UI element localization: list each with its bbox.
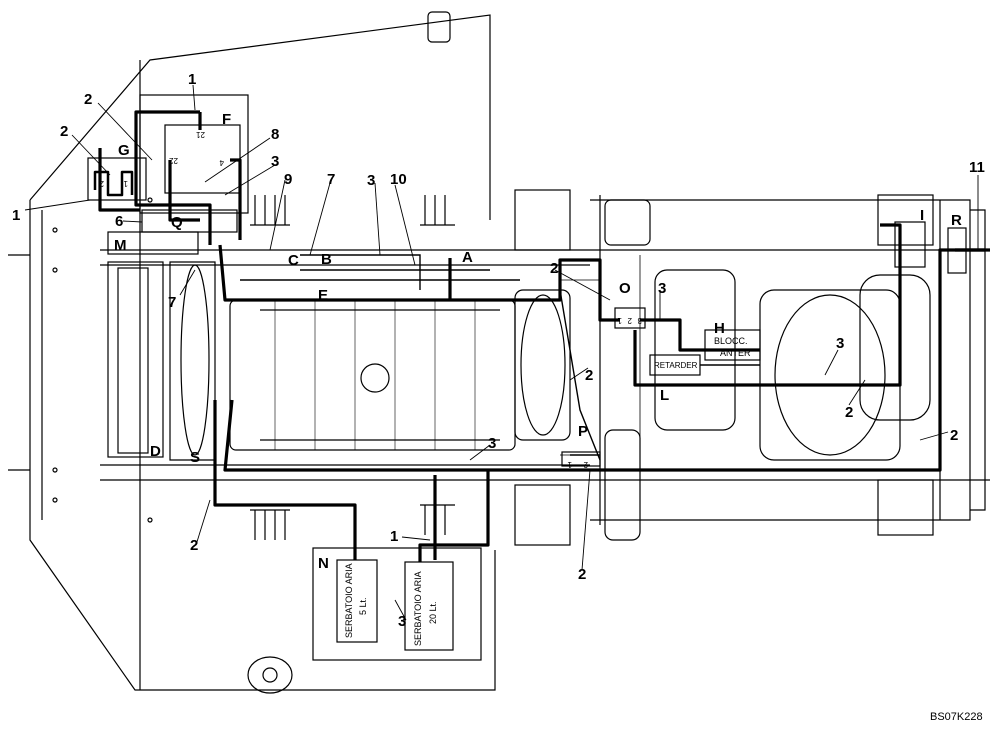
pneumatic-hoses xyxy=(93,110,990,562)
callout-numbers: 1 2 2 1 6 8 3 9 7 3 10 2 3 3 2 2 2 3 2 1… xyxy=(12,71,985,630)
callout-3-c: 3 xyxy=(658,280,666,297)
callout-3-b: 3 xyxy=(367,172,375,189)
tank-5l-label-2: 5 Lt. xyxy=(358,597,368,615)
callout-2-c: 2 xyxy=(550,260,558,277)
port-f-21: 21 xyxy=(196,130,205,139)
callout-6: 6 xyxy=(115,213,123,230)
callout-1-bottom: 1 xyxy=(390,528,398,545)
letter-n: N xyxy=(318,555,329,572)
callout-1-top: 1 xyxy=(188,71,196,88)
letter-b: B xyxy=(321,251,332,268)
blocc-label-1: BLOCC. xyxy=(714,336,748,346)
letter-i: I xyxy=(920,207,924,224)
blocc-label-2: ANTER xyxy=(720,348,751,358)
leader-lines xyxy=(24,84,979,621)
reference-code: BS07K228 xyxy=(930,711,983,723)
port-p-1: 1 xyxy=(567,460,572,469)
callout-2-h: 2 xyxy=(578,566,586,583)
port-g-2: 2 xyxy=(99,179,104,188)
callout-2-e: 2 xyxy=(950,427,958,444)
callout-2-a: 2 xyxy=(84,91,92,108)
letter-e: E xyxy=(318,287,328,304)
port-o-1: 1 xyxy=(617,316,622,325)
callout-9: 9 xyxy=(284,171,292,188)
retarder-label: RETARDER xyxy=(654,361,698,370)
callout-7-top: 7 xyxy=(327,171,335,188)
box-o xyxy=(614,307,646,329)
letter-q: Q xyxy=(171,214,183,231)
letter-h: H xyxy=(714,320,725,337)
callout-2-g: 2 xyxy=(190,537,198,554)
machine-outline xyxy=(8,11,990,694)
letter-d: D xyxy=(150,443,161,460)
port-labels: 21 22 4 2 1 1 2 1 2 3 xyxy=(99,130,642,469)
port-f-22: 22 xyxy=(169,156,178,165)
letter-l: L xyxy=(660,387,669,404)
port-g-1: 1 xyxy=(123,179,128,188)
letter-o: O xyxy=(619,280,631,297)
callout-7-left: 7 xyxy=(168,294,176,311)
callout-3-d: 3 xyxy=(836,335,844,352)
box-i xyxy=(894,221,926,268)
callout-11: 11 xyxy=(969,159,985,176)
letter-p: P xyxy=(578,423,588,440)
box-g xyxy=(87,157,147,201)
callout-8: 8 xyxy=(271,126,279,143)
tank-5l-label-1: SERBATOIO ARIA xyxy=(344,563,354,638)
component-letters: A B C D E F G H I L M N O P Q R S xyxy=(114,111,962,572)
callout-10: 10 xyxy=(390,171,407,188)
letter-a: A xyxy=(462,249,473,266)
callout-2-b: 2 xyxy=(60,123,68,140)
callout-3-a: 3 xyxy=(271,153,279,170)
callout-1-left: 1 xyxy=(12,207,20,224)
letter-c: C xyxy=(288,252,299,269)
callout-2-f: 2 xyxy=(585,367,593,384)
tank-labels: SERBATOIO ARIA 5 Lt. SERBATOIO ARIA 20 L… xyxy=(344,563,438,646)
tank-20l-label-1: SERBATOIO ARIA xyxy=(413,571,423,646)
port-o-2: 2 xyxy=(627,316,632,325)
letter-m: M xyxy=(114,237,127,254)
callout-2-d: 2 xyxy=(845,404,853,421)
letter-s: S xyxy=(190,449,200,466)
port-f-4: 4 xyxy=(219,158,224,167)
letter-g: G xyxy=(118,142,130,159)
air-tank-20l xyxy=(404,561,454,651)
component-boxes xyxy=(87,94,967,651)
box-labels: BLOCC. ANTER RETARDER xyxy=(654,336,751,370)
tank-20l-label-2: 20 Lt. xyxy=(428,601,438,624)
callout-3-f: 3 xyxy=(398,613,406,630)
letter-r: R xyxy=(951,212,962,229)
callout-3-e: 3 xyxy=(488,435,496,452)
air-tank-5l xyxy=(336,559,378,643)
letter-f: F xyxy=(222,111,231,128)
port-o-3: 3 xyxy=(637,316,642,325)
port-p-2: 2 xyxy=(583,460,588,469)
box-blocc xyxy=(704,329,761,361)
thin-pipes xyxy=(240,254,760,461)
